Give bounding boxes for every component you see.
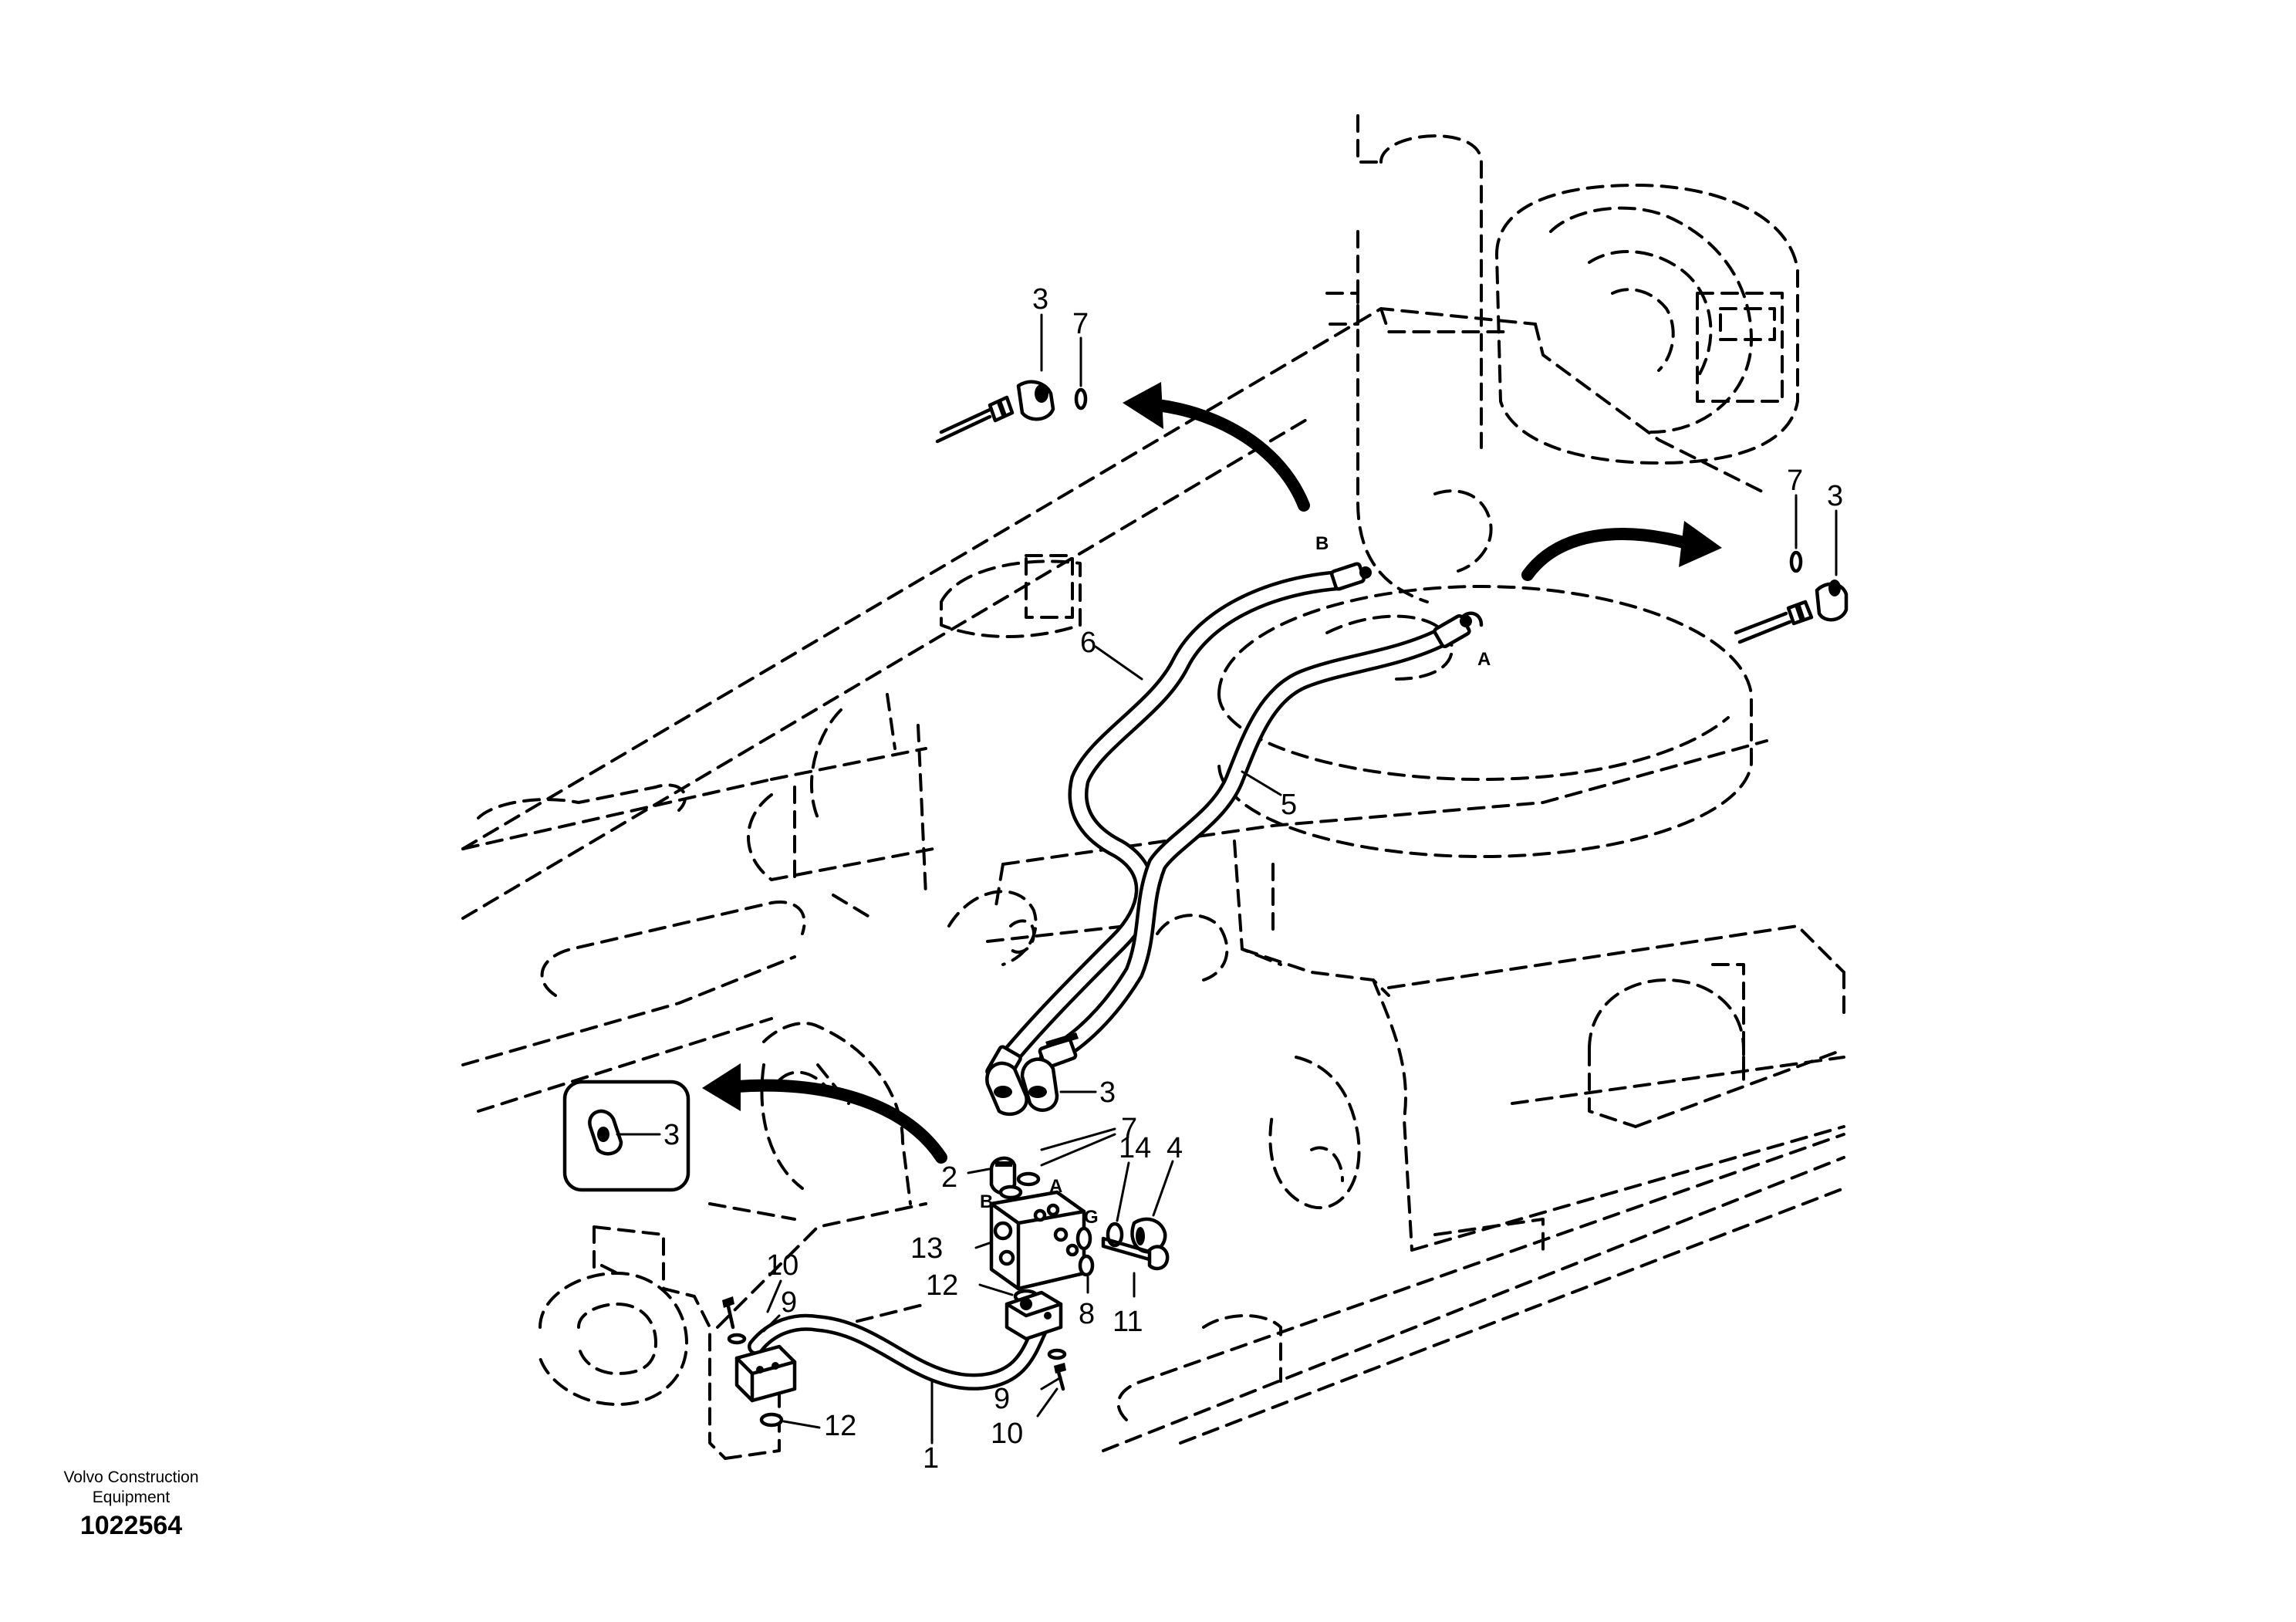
port-label-b-top: B: [1315, 533, 1329, 554]
valve-block: [989, 1190, 1170, 1304]
port-label-a-block: A: [1049, 1176, 1062, 1197]
callout-14: 14: [1119, 1132, 1151, 1164]
callout-13: 13: [910, 1232, 943, 1265]
callout-12-lower: 12: [824, 1410, 856, 1442]
callout-numbers: 3 7 7 3 6 5 3 7 14 4 2 3 13 12 8 11 10 9…: [663, 283, 1843, 1475]
port-label-b-block: B: [980, 1191, 993, 1212]
callout-7-top-right: 7: [1787, 465, 1803, 497]
callout-5: 5: [1281, 789, 1297, 821]
detail-inset: [562, 1080, 690, 1192]
hoses: [985, 562, 1484, 1085]
pipe-assembly: [722, 1290, 1067, 1428]
callout-3-inset: 3: [663, 1119, 680, 1151]
callout-3-top-right: 3: [1827, 480, 1843, 512]
callout-7-top-left: 7: [1072, 308, 1089, 340]
callout-12-block: 12: [926, 1269, 958, 1302]
document-number: 1022564: [79, 1511, 183, 1540]
port-labels: B A B A G: [980, 533, 1491, 1228]
port-label-g-block: G: [1084, 1207, 1099, 1228]
manufacturer-label: Volvo Construction Equipment: [63, 1468, 199, 1506]
callout-9-right: 9: [994, 1383, 1010, 1415]
callout-2: 2: [941, 1161, 957, 1194]
callout-4: 4: [1167, 1132, 1183, 1164]
callout-11: 11: [1113, 1306, 1143, 1338]
callout-10-right: 10: [991, 1418, 1023, 1450]
detail-top-left: [935, 380, 1088, 444]
callout-3-top-left: 3: [1032, 283, 1048, 316]
callout-3-hose-end: 3: [1099, 1076, 1116, 1109]
callout-9-left: 9: [781, 1286, 797, 1319]
callout-6: 6: [1080, 627, 1096, 659]
block-fittings: [985, 1057, 1059, 1200]
callout-1: 1: [923, 1442, 939, 1475]
callout-7-block: 7: [1121, 1113, 1137, 1145]
detail-top-right: [1734, 550, 1849, 644]
leader-lines: [616, 313, 1838, 1445]
callout-10-left: 10: [766, 1249, 799, 1282]
arrows: [702, 382, 1722, 1164]
callout-8: 8: [1079, 1298, 1095, 1330]
port-label-a-top: A: [1477, 649, 1491, 670]
background-structure: [461, 114, 1845, 1460]
